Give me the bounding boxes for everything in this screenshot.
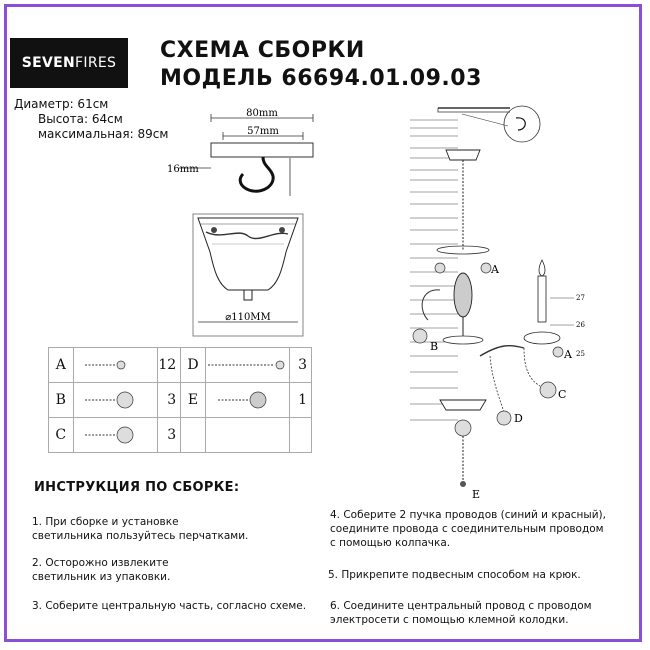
instruction-step-5: 5. Прикрепите подвесным способом на крюк… (328, 569, 581, 581)
part-count-c: 3 (157, 417, 182, 453)
step-1-line-1: 1. При сборке и установке (32, 516, 179, 528)
label-c: C (558, 388, 566, 401)
part-count-d: 3 (289, 347, 312, 383)
spec-diameter: Диаметр: 61см (14, 97, 109, 111)
page-frame (4, 4, 642, 642)
parts-row: B 3 E 1 (48, 382, 312, 418)
part-count-b: 3 (157, 382, 182, 418)
page-title: СХЕМА СБОРКИ (160, 38, 365, 63)
label-d: D (514, 412, 523, 425)
model-title: МОДЕЛЬ 66694.01.09.03 (160, 66, 482, 91)
label-26: 26 (576, 321, 585, 329)
part-count-e: 1 (289, 382, 312, 418)
specs-block: Диаметр: 61см Высота: 64см максимальная:… (14, 97, 168, 142)
parts-row: A 12 D 3 (48, 347, 312, 383)
dim-57mm: 57mm (247, 126, 279, 137)
instruction-step-6: 6. Соедините центральный провод с провод… (330, 599, 592, 627)
part-letter-b: B (48, 382, 74, 418)
empty-cell (289, 417, 312, 453)
step-1-line-2: светильника пользуйтесь перчатками. (32, 530, 249, 542)
step-4-line-1: 4. Соберите 2 пучка проводов (синий и кр… (330, 509, 606, 521)
dim-110mm: ⌀110MM (225, 312, 271, 323)
spec-max-height: максимальная: 89см (38, 127, 169, 141)
step-6-line-1: 6. Соедините центральный провод с провод… (330, 600, 592, 612)
chandelier-diagram: A B 27 26 A 25 C D E (410, 105, 585, 500)
part-letter-a: A (48, 347, 74, 383)
parts-row: C 3 (48, 417, 312, 453)
hook-drawing: 80mm 57mm 16mm 33mm (167, 108, 314, 196)
part-image-a (72, 347, 159, 383)
dim-16mm: 16mm (167, 164, 199, 175)
brand-logo-bold: SEVEN (21, 55, 76, 71)
part-image-c (72, 417, 159, 453)
brand-logo-light: FIRES (75, 55, 117, 71)
part-image-e (204, 382, 291, 418)
label-25: 25 (576, 350, 585, 358)
instruction-step-2: 2. Осторожно извлеките светильник из упа… (32, 556, 170, 584)
step-4-line-3: с помощью колпачка. (330, 537, 451, 549)
step-2-line-2: светильник из упаковки. (32, 571, 171, 583)
instruction-step-3: 3. Соберите центральную часть, согласно … (32, 600, 307, 612)
part-image-b (72, 382, 159, 418)
instruction-step-4: 4. Соберите 2 пучка проводов (синий и кр… (330, 508, 606, 550)
label-27: 27 (576, 294, 585, 302)
label-a-right: A (563, 348, 573, 361)
part-count-a: 12 (157, 347, 182, 383)
label-a-top: A (490, 263, 500, 276)
empty-cell (204, 417, 291, 453)
part-letter-d: D (180, 347, 206, 383)
part-letter-c: C (48, 417, 74, 453)
part-letter-e: E (180, 382, 206, 418)
label-e: E (472, 488, 480, 500)
step-4-line-2: соедините провода с соединительным прово… (330, 523, 604, 535)
mounting-bar (210, 142, 314, 158)
hook-shape (238, 156, 275, 193)
label-b: B (430, 340, 438, 353)
canopy-drawing: ⌀110MM (192, 213, 304, 337)
parts-table: A 12 D 3 B 3 E 1 C 3 (48, 347, 312, 453)
instructions-heading: ИНСТРУКЦИЯ ПО СБОРКЕ: (34, 480, 240, 495)
empty-cell (180, 417, 206, 453)
part-image-d (204, 347, 291, 383)
step-2-line-1: 2. Осторожно извлеките (32, 557, 169, 569)
step-6-line-2: электросети с помощью клемной колодки. (330, 614, 569, 626)
instruction-step-1: 1. При сборке и установке светильника по… (32, 515, 248, 543)
dim-80mm: 80mm (246, 108, 278, 119)
spec-height: Высота: 64см (38, 112, 123, 126)
